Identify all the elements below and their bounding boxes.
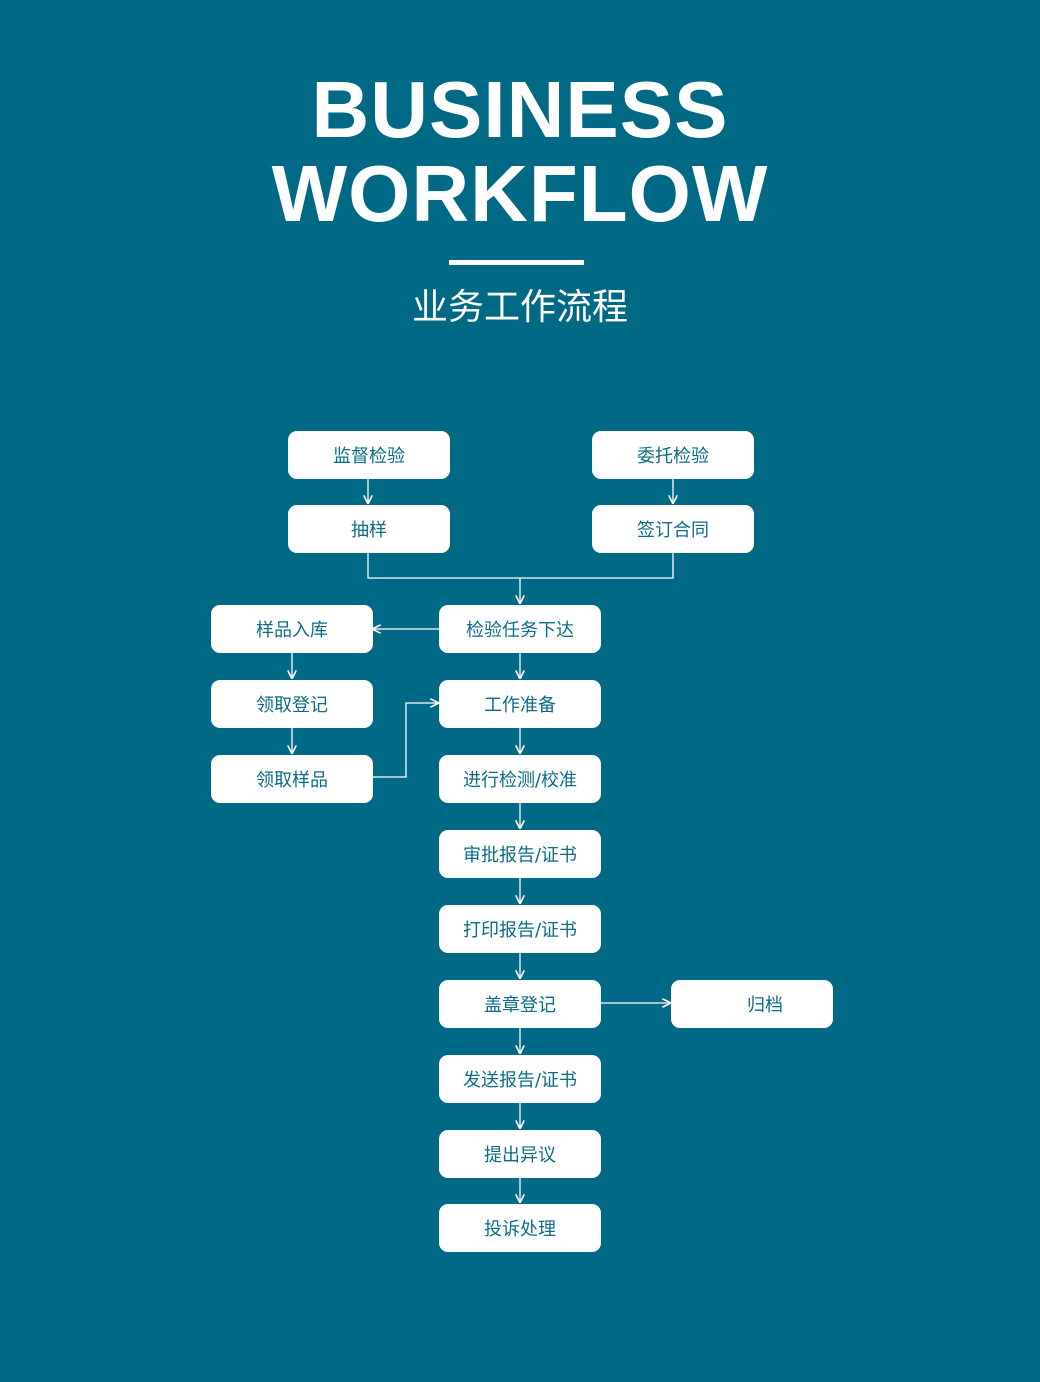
node-sign-contract: 签订合同 <box>592 505 754 553</box>
title-line-2: WORKFLOW <box>271 149 769 238</box>
node-receive-sample: 领取样品 <box>211 755 373 803</box>
title-divider <box>449 260 584 265</box>
node-approve-report: 审批报告/证书 <box>439 830 601 878</box>
node-complaint-handling: 投诉处理 <box>439 1204 601 1252</box>
arrow-receive-to-preparation <box>373 703 438 778</box>
node-stamp-register: 盖章登记 <box>439 980 601 1028</box>
node-archive: 归档 <box>671 980 833 1028</box>
node-sample-storage: 样品入库 <box>211 605 373 653</box>
node-work-preparation: 工作准备 <box>439 680 601 728</box>
title-line-1: BUSINESS <box>311 65 729 154</box>
node-raise-objection: 提出异议 <box>439 1130 601 1178</box>
node-print-report: 打印报告/证书 <box>439 905 601 953</box>
node-receive-register: 领取登记 <box>211 680 373 728</box>
node-supervision-inspection: 监督检验 <box>288 431 450 479</box>
page-subtitle: 业务工作流程 <box>411 287 628 328</box>
node-task-assignment: 检验任务下达 <box>439 605 601 653</box>
merge-connector <box>367 552 674 579</box>
node-testing-calibration: 进行检测/校准 <box>439 755 601 803</box>
node-sampling: 抽样 <box>288 505 450 553</box>
node-send-report: 发送报告/证书 <box>439 1055 601 1103</box>
node-commissioned-inspection: 委托检验 <box>592 431 754 479</box>
